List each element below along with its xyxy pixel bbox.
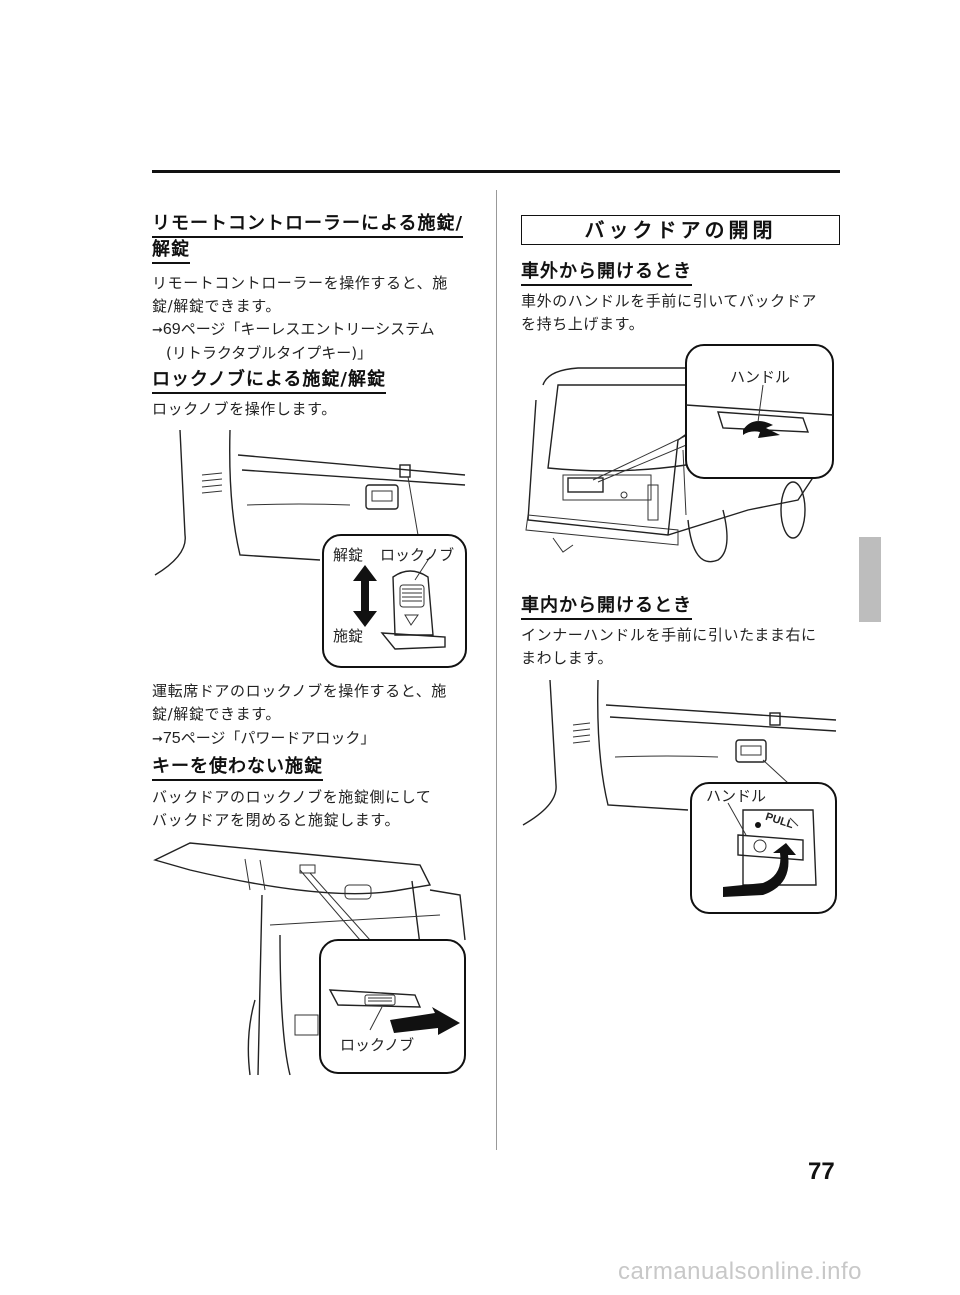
lockknob-figure (154, 429, 467, 668)
van-exterior-figure (525, 344, 834, 563)
inside-body: インナーハンドルを手前に引いたまま右に まわします。 (521, 626, 817, 667)
top-rule (152, 170, 840, 173)
section-heading-outside: 車外から開けるとき (521, 260, 692, 286)
lockknob-ref: ➞75ページ「パワードアロック」 (152, 729, 376, 747)
section-heading-inside: 車内から開けるとき (521, 594, 692, 620)
inner-handle-figure (522, 679, 837, 914)
section-heading-lockknob: ロックノブによる施錠/解錠 (152, 368, 386, 394)
remote-ref: ➞69ページ「キーレスエントリーシステム (リトラクタブルタイプキー)」 (152, 320, 435, 362)
backdoor-figure (153, 842, 466, 1076)
keyless-lock-body: バックドアのロックノブを施錠側にして バックドアを閉めると施錠します。 (152, 788, 432, 829)
lockknob-after-body: 運転席ドアのロックノブを操作すると、施 錠/解錠できます。 (152, 682, 447, 723)
label-unlock: 解錠 (333, 546, 364, 564)
remote-body: リモートコントローラーを操作すると、施 錠/解錠できます。 (152, 274, 448, 315)
section-banner-backdoor: バックドアの開閉 (521, 215, 840, 245)
watermark: carmanualsonline.info (618, 1258, 862, 1285)
label-handle-exterior: ハンドル (730, 368, 791, 386)
section-heading-keyless-lock: キーを使わない施錠 (152, 755, 323, 781)
section-heading-remote: リモートコントローラーによる施錠/ (152, 212, 464, 238)
section-heading-remote-line2: 解錠 (152, 238, 190, 264)
page-number: 77 (808, 1158, 835, 1185)
label-lock: 施錠 (333, 627, 364, 645)
column-divider (496, 190, 497, 1150)
outside-body: 車外のハンドルを手前に引いてバックドア を持ち上げます。 (521, 292, 817, 333)
chapter-tab (859, 537, 881, 622)
label-lockknob: ロックノブ (380, 546, 455, 564)
lockknob-body: ロックノブを操作します。 (152, 400, 337, 418)
label-lockknob-backdoor: ロックノブ (340, 1036, 415, 1054)
label-handle-interior: ハンドル (706, 787, 767, 805)
